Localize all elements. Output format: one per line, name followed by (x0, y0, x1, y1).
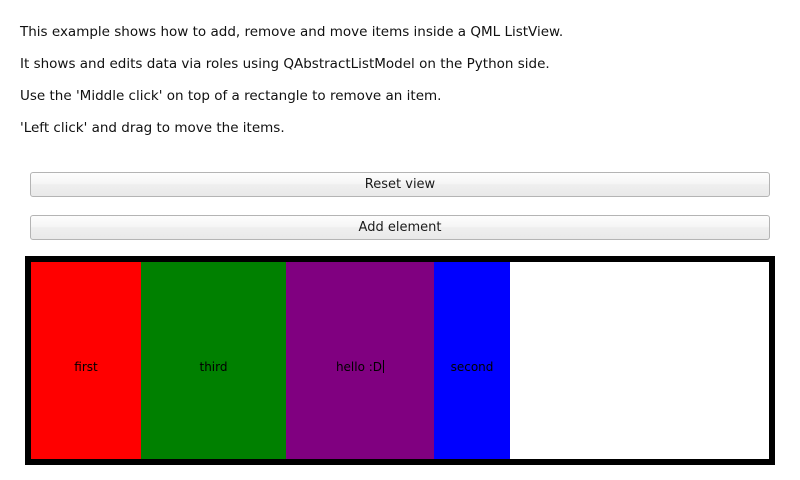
qml-listview[interactable]: first third hello :D second (25, 256, 775, 465)
intro-text-block: This example shows how to add, remove an… (20, 16, 780, 144)
list-item[interactable]: second (434, 262, 510, 459)
intro-line-4: 'Left click' and drag to move the items. (20, 120, 285, 136)
list-item-label: third (199, 360, 228, 374)
list-item[interactable]: third (141, 262, 286, 459)
intro-line-3: Use the 'Middle click' on top of a recta… (20, 88, 442, 104)
list-item-label-editing: hello :D (335, 360, 385, 374)
reset-view-button-label: Reset view (364, 177, 436, 192)
intro-line-1: This example shows how to add, remove an… (20, 24, 564, 40)
reset-view-button[interactable]: Reset view (30, 172, 770, 197)
add-element-button[interactable]: Add element (30, 215, 770, 240)
add-element-button-label: Add element (358, 220, 442, 235)
list-item-label: second (450, 360, 494, 374)
text-cursor-icon (383, 360, 385, 373)
intro-line-2: It shows and edits data via roles using … (20, 56, 550, 72)
listview-items-row: first third hello :D second (31, 262, 510, 459)
list-item[interactable]: first (31, 262, 141, 459)
list-item-label: first (74, 360, 98, 374)
list-item[interactable]: hello :D (286, 262, 434, 459)
